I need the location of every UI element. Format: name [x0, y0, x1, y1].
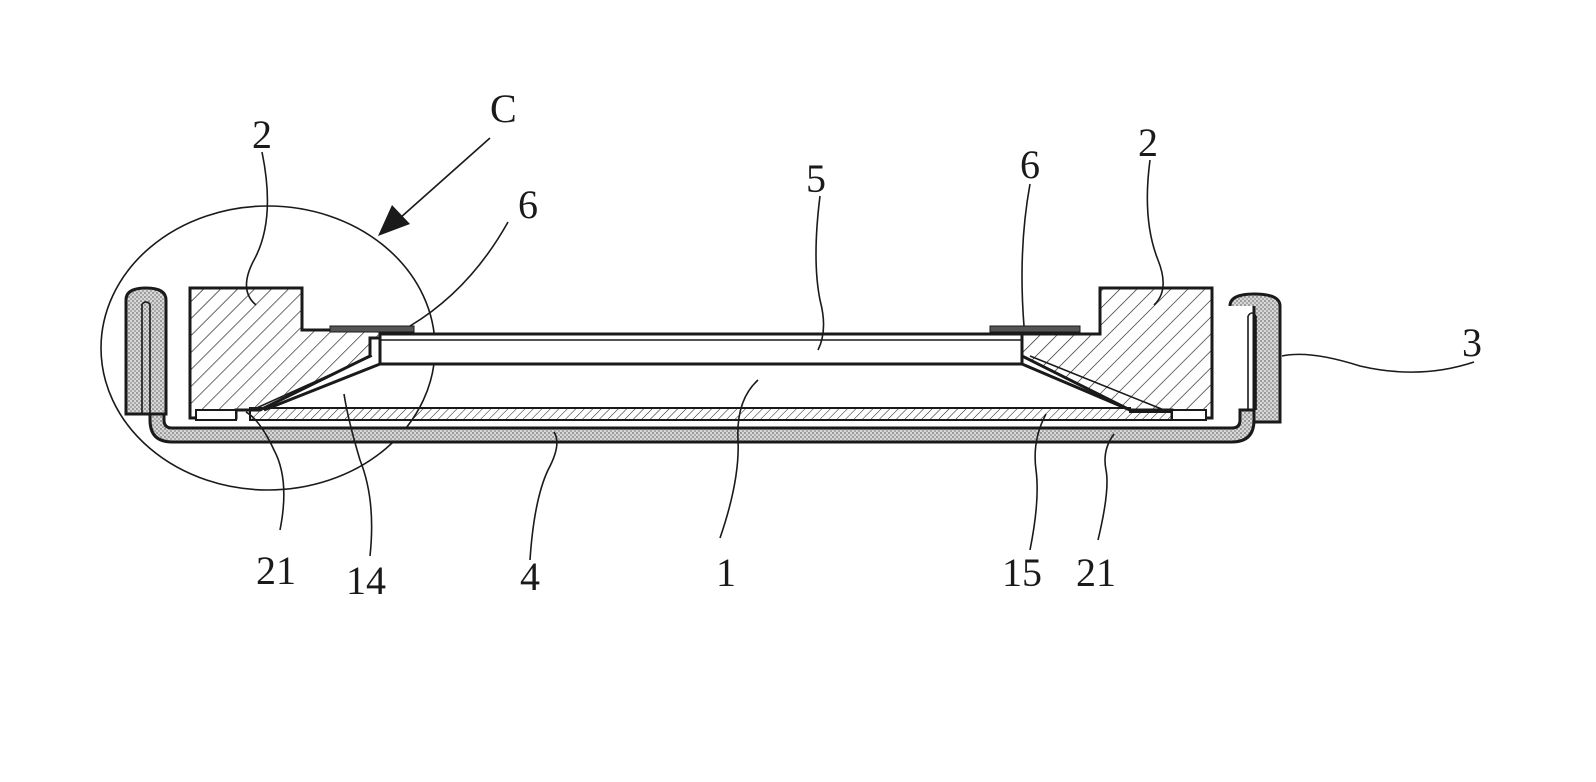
label-detail-c: C — [490, 86, 517, 131]
left-rail — [126, 288, 166, 414]
label-slope-right: 15 — [1002, 550, 1042, 595]
label-bottom-left: 21 — [256, 548, 296, 593]
bottom-plate — [250, 408, 1176, 420]
label-panel: 5 — [806, 156, 826, 201]
label-film-left: 6 — [518, 182, 538, 227]
label-base: 4 — [520, 554, 540, 599]
foot-right — [1172, 410, 1206, 420]
holder-left — [190, 288, 380, 418]
label-holder-right: 2 — [1138, 120, 1158, 165]
label-flange: 3 — [1462, 320, 1482, 365]
label-plate: 1 — [716, 550, 736, 595]
panel — [380, 334, 1022, 364]
detail-arrow — [378, 138, 490, 236]
label-bottom-right: 21 — [1076, 550, 1116, 595]
label-film-right: 6 — [1020, 142, 1040, 187]
label-holder-left: 2 — [252, 112, 272, 157]
right-flange — [1230, 294, 1280, 422]
label-slope-left: 14 — [346, 558, 386, 603]
holder-right — [1022, 288, 1212, 418]
foot-left — [196, 410, 236, 420]
film-left — [330, 326, 414, 332]
film-right — [990, 326, 1080, 332]
